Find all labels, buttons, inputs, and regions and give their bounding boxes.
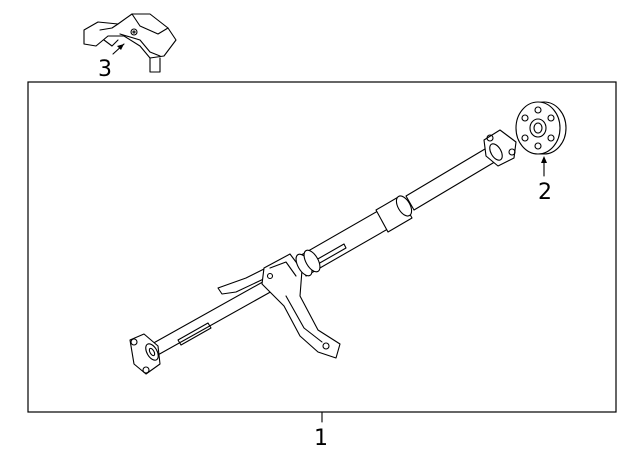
heat-shield-part[interactable]: [83, 13, 177, 73]
drive-shaft-part[interactable]: [129, 129, 517, 375]
callout-2-label[interactable]: 2: [538, 180, 552, 205]
flex-disc-part[interactable]: [515, 101, 567, 155]
callout-1-label[interactable]: 1: [314, 426, 328, 451]
callout-3-label[interactable]: 3: [98, 57, 112, 82]
callout-3-arrowhead: [117, 44, 124, 50]
callout-2-arrowhead: [541, 156, 547, 163]
